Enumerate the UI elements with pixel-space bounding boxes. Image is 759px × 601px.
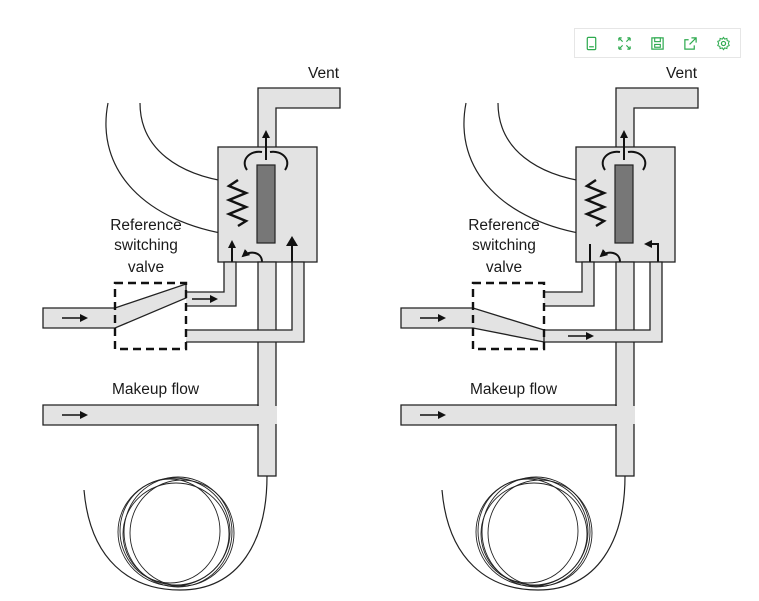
valve-outlet-top bbox=[544, 261, 595, 307]
reference-coil bbox=[583, 178, 608, 228]
makeup-flow-tube bbox=[42, 404, 259, 426]
save-image-icon bbox=[651, 36, 664, 50]
reference-gas-line-outer bbox=[105, 102, 233, 236]
reference-inlet-tube bbox=[400, 307, 545, 343]
zoom-button[interactable] bbox=[608, 29, 641, 57]
settings-icon bbox=[717, 36, 730, 50]
column-tube bbox=[257, 261, 277, 477]
valve-label-line-3: valve bbox=[486, 259, 522, 276]
zoom-icon bbox=[618, 36, 631, 50]
filament bbox=[614, 164, 634, 244]
valve-outlet-top bbox=[186, 261, 237, 307]
makeup-flow-tube bbox=[400, 404, 617, 426]
diagram-right: Vent Reference switching valve Makeup fl… bbox=[400, 65, 699, 591]
vent-tube bbox=[615, 87, 699, 148]
data-view-button[interactable] bbox=[575, 29, 608, 57]
settings-button[interactable] bbox=[707, 29, 740, 57]
valve-outlet-bottom bbox=[186, 261, 305, 343]
vent-tube bbox=[257, 87, 341, 148]
reference-gas-line-inner bbox=[497, 102, 589, 183]
share-icon bbox=[684, 36, 697, 50]
switching-valve-box bbox=[471, 281, 546, 351]
chart-toolbar bbox=[574, 28, 741, 58]
share-button[interactable] bbox=[674, 29, 707, 57]
column-coil bbox=[475, 476, 593, 588]
reference-coil bbox=[225, 178, 250, 228]
makeup-flow-label: Makeup flow bbox=[470, 381, 558, 398]
reference-gas-line-outer bbox=[463, 102, 591, 236]
valve-outlet-bottom bbox=[544, 261, 663, 343]
column-coil bbox=[117, 476, 235, 588]
switching-valve-box bbox=[113, 281, 188, 351]
diagram-left: Vent Reference switching valve Makeup fl… bbox=[42, 65, 341, 591]
valve-label-line-2: switching bbox=[114, 237, 178, 254]
valve-label-line-2: switching bbox=[472, 237, 536, 254]
filament bbox=[256, 164, 276, 244]
column-lead bbox=[441, 475, 626, 591]
column-lead bbox=[83, 475, 268, 591]
reference-gas-line-inner bbox=[139, 102, 231, 183]
valve-label-line-1: Reference bbox=[110, 217, 182, 234]
vent-label: Vent bbox=[666, 65, 698, 82]
valve-label-line-1: Reference bbox=[468, 217, 540, 234]
data-view-icon bbox=[586, 36, 597, 50]
column-tube bbox=[615, 261, 635, 477]
vent-label: Vent bbox=[308, 65, 340, 82]
makeup-flow-label: Makeup flow bbox=[112, 381, 200, 398]
valve-label-line-3: valve bbox=[128, 259, 164, 276]
save-image-button[interactable] bbox=[641, 29, 674, 57]
